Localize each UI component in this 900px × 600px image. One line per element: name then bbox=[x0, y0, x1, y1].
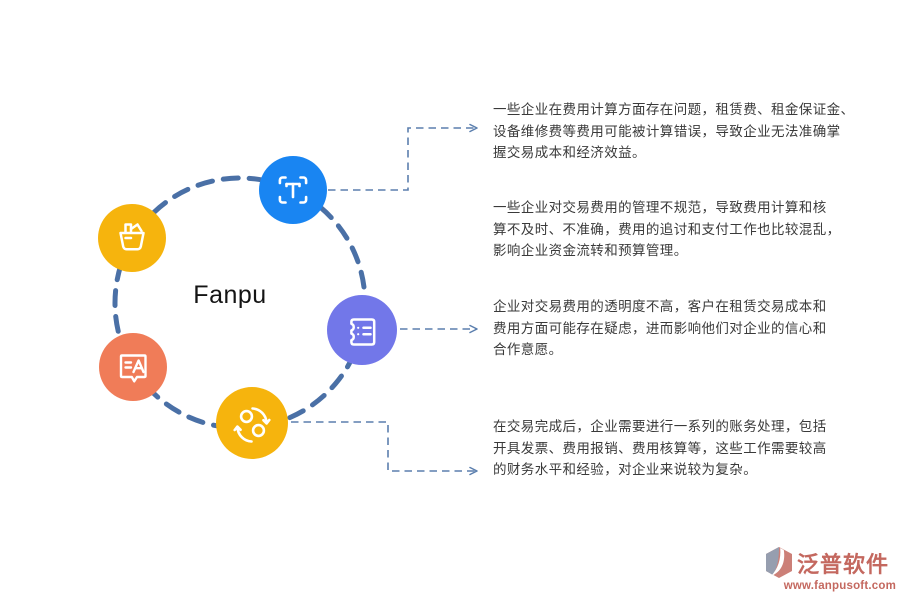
node-basket bbox=[98, 204, 166, 272]
paragraph-line: 一些企业在费用计算方面存在问题，租赁费、租金保证金、 bbox=[493, 102, 855, 117]
connector-bottom bbox=[291, 421, 478, 476]
problem-paragraph-4: 在交易完成后，企业需要进行一系列的账务处理，包括 开具发票、费用报销、费用核算等… bbox=[493, 416, 833, 481]
connector-top bbox=[328, 123, 478, 191]
paragraph-line: 合作意愿。 bbox=[493, 342, 563, 357]
ticket-icon bbox=[350, 318, 376, 346]
problem-paragraph-2: 一些企业对交易费用的管理不规范，导致费用计算和核 算不及时、不准确，费用的追讨和… bbox=[493, 197, 841, 262]
paragraph-line: 一些企业对交易费用的管理不规范，导致费用计算和核 bbox=[493, 200, 827, 215]
paragraph-line: 握交易成本和经济效益。 bbox=[493, 145, 646, 160]
node-ticket bbox=[327, 295, 397, 365]
text-scan-icon bbox=[278, 176, 308, 204]
brand-name: 泛普软件 bbox=[797, 551, 890, 577]
brand-logo-icon bbox=[766, 547, 792, 578]
node-sync bbox=[216, 387, 288, 459]
paragraph-line: 企业对交易费用的透明度不高，客户在租赁交易成本和 bbox=[493, 299, 827, 314]
problem-paragraph-3: 企业对交易费用的透明度不高，客户在租赁交易成本和 费用方面可能存在疑虑，进而影响… bbox=[493, 296, 833, 361]
node-translate bbox=[99, 333, 167, 401]
brand-logo: 泛普软件 www.fanpusoft.com bbox=[764, 546, 896, 592]
sync-icon-bg bbox=[216, 387, 288, 459]
basket-icon bbox=[119, 223, 145, 251]
paragraph-line: 设备维修费等费用可能被计算错误，导致企业无法准确掌 bbox=[493, 123, 841, 139]
ticket-icon-bg bbox=[327, 295, 397, 365]
paragraph-line: 影响企业资金流转和预算管理。 bbox=[493, 243, 688, 258]
brand-url: www.fanpusoft.com bbox=[783, 580, 896, 592]
center-brand-label: Fanpu bbox=[193, 281, 267, 309]
paragraph-line: 费用方面可能存在疑虑，进而影响他们对企业的信心和 bbox=[493, 320, 827, 336]
paragraph-line: 的财务水平和经验，对企业来说较为复杂。 bbox=[493, 462, 758, 477]
translate-icon bbox=[119, 354, 147, 383]
paragraph-line: 算不及时、不准确，费用的追讨和支付工作也比较混乱， bbox=[493, 221, 841, 237]
sync-icon bbox=[233, 407, 271, 443]
translate-icon-bg bbox=[99, 333, 167, 401]
problem-paragraph-1: 一些企业在费用计算方面存在问题，租赁费、租金保证金、 设备维修费等费用可能被计算… bbox=[493, 99, 855, 164]
paragraph-line: 开具发票、费用报销、费用核算等，这些工作需要较高 bbox=[493, 440, 827, 456]
paragraph-line: 在交易完成后，企业需要进行一系列的账务处理，包括 bbox=[493, 419, 827, 434]
node-text-scan bbox=[259, 156, 327, 224]
